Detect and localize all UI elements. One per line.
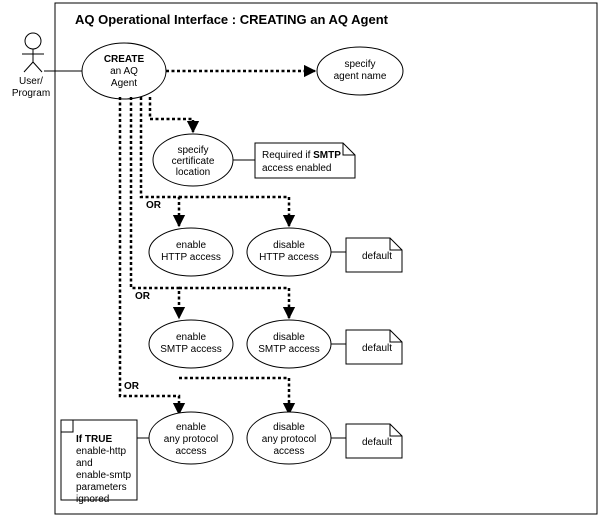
cert-note-line2: access enabled — [262, 163, 332, 174]
default-smtp-label: default — [362, 343, 392, 354]
disable-any-line2: any protocol — [262, 434, 316, 445]
default-http-note: default — [345, 237, 403, 273]
default-smtp-note: default — [345, 329, 403, 365]
disable-http-line1: disable — [273, 240, 305, 251]
enable-http-line1: enable — [176, 240, 206, 251]
true-note-line3: and — [76, 458, 93, 469]
enable-http-line2: HTTP access — [161, 252, 221, 263]
cert-note-line1: Required if SMTP — [262, 150, 341, 161]
arrow-to-specify-cert — [148, 97, 200, 134]
cert-note: Required if SMTP access enabled — [254, 142, 356, 179]
disable-smtp-line2: SMTP access — [258, 344, 320, 355]
actor-label-line1: User/ — [19, 76, 43, 87]
or-label-http: OR — [146, 200, 162, 211]
specify-name-line2: agent name — [334, 71, 387, 82]
or-label-smtp: OR — [135, 291, 151, 302]
true-note-line4: enable-smtp — [76, 470, 131, 481]
if-true-note: If TRUE enable-http and enable-smtp para… — [60, 419, 138, 505]
arrow-to-enable-smtp — [129, 97, 186, 320]
true-note-line2: enable-http — [76, 446, 126, 457]
actor-label-line2: Program — [12, 88, 50, 99]
disable-http-line2: HTTP access — [259, 252, 319, 263]
true-note-line1: If TRUE — [76, 434, 112, 445]
disable-any-protocol-use-case: disable any protocol access — [246, 411, 332, 465]
default-http-label: default — [362, 251, 392, 262]
arrow-to-disable-any — [179, 376, 296, 416]
enable-http-use-case: enable HTTP access — [148, 227, 234, 277]
enable-smtp-use-case: enable SMTP access — [148, 319, 234, 369]
diagram-title: AQ Operational Interface : CREATING an A… — [75, 12, 389, 27]
specify-agent-name-use-case: specify agent name — [316, 46, 404, 96]
arrow-to-enable-any — [118, 97, 186, 416]
disable-any-line3: access — [273, 446, 304, 457]
disable-smtp-use-case: disable SMTP access — [246, 319, 332, 369]
specify-cert-line2: certificate — [172, 156, 215, 167]
arrow-to-enable-http — [139, 97, 186, 228]
enable-any-line1: enable — [176, 422, 206, 433]
create-line3: Agent — [111, 78, 137, 89]
or-label-any: OR — [124, 381, 140, 392]
disable-smtp-line1: disable — [273, 332, 305, 343]
specify-name-line1: specify — [344, 59, 375, 70]
true-note-line5: parameters — [76, 482, 127, 493]
diagram-frame — [54, 2, 598, 515]
enable-any-line3: access — [175, 446, 206, 457]
actor-stick-figure — [22, 32, 44, 73]
enable-any-protocol-use-case: enable any protocol access — [148, 411, 234, 465]
arrow-to-disable-smtp — [179, 286, 296, 320]
true-note-line6: ignored — [76, 494, 109, 505]
enable-smtp-line2: SMTP access — [160, 344, 222, 355]
create-line2: an AQ — [110, 66, 138, 77]
specify-cert-line3: location — [176, 167, 210, 178]
create-line1: CREATE — [104, 54, 145, 65]
arrow-to-disable-http — [179, 195, 296, 228]
enable-any-line2: any protocol — [164, 434, 218, 445]
disable-http-use-case: disable HTTP access — [246, 227, 332, 277]
disable-any-line1: disable — [273, 422, 305, 433]
default-any-note: default — [345, 423, 403, 459]
default-any-label: default — [362, 437, 392, 448]
enable-smtp-line1: enable — [176, 332, 206, 343]
specify-certificate-use-case: specify certificate location — [152, 133, 234, 187]
specify-cert-line1: specify — [177, 145, 208, 156]
create-agent-use-case: CREATE an AQ Agent — [81, 42, 167, 100]
